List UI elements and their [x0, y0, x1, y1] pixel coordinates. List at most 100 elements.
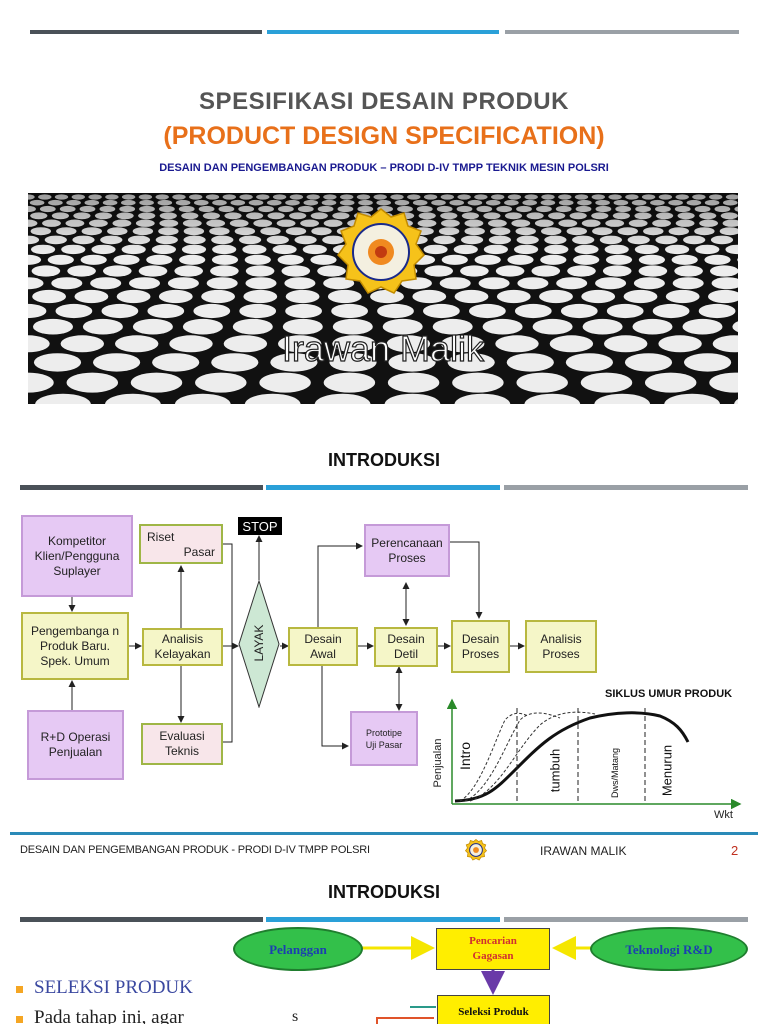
author-name: Irawan Malik: [281, 327, 485, 369]
disc: [377, 303, 414, 319]
disc: [47, 254, 74, 265]
disc: [327, 289, 362, 304]
stop-label: STOP: [238, 517, 282, 535]
disc: [317, 265, 346, 277]
disc: [60, 335, 104, 353]
disc: [638, 265, 668, 277]
disc: [223, 335, 268, 353]
footer-logo-icon: [465, 839, 487, 861]
disc: [211, 353, 259, 372]
disc: [496, 289, 531, 304]
plc-title: SIKLUS UMUR PRODUK: [605, 688, 733, 700]
disc: [495, 265, 525, 277]
disc: [282, 318, 323, 335]
layak-diamond: LAYAK: [238, 580, 280, 708]
oval-teknologi: Teknologi R&D: [590, 927, 748, 971]
disc: [331, 303, 368, 319]
disc: [540, 254, 567, 265]
disc: [332, 335, 376, 353]
bullet-marker-2: [16, 1016, 23, 1023]
box-evaluasi-teknis: Evaluasi Teknis: [141, 723, 223, 765]
slide-3-bar-dark: [20, 917, 263, 922]
disc: [82, 318, 123, 335]
disc: [113, 254, 140, 265]
disc: [129, 277, 160, 290]
slide-3-bar-gray: [504, 917, 748, 922]
bullet-pada-tahap: Pada tahap ini, agar: [34, 1007, 184, 1024]
slide-subtitle: (PRODUCT DESIGN SPECIFICATION): [163, 122, 605, 150]
slide-title: SPESIFIKASI DESAIN PRODUK: [199, 88, 569, 115]
disc: [370, 289, 404, 304]
disc: [28, 277, 44, 290]
disc: [270, 353, 318, 372]
text-fragment: s: [292, 1008, 299, 1024]
disc: [452, 372, 504, 393]
disc: [623, 289, 658, 304]
box-riset-pasar: Riset Pasar: [139, 524, 223, 564]
disc: [580, 372, 633, 393]
disc: [245, 265, 275, 277]
disc: [624, 353, 673, 372]
slide-3-heading: INTRODUKSI: [328, 882, 440, 902]
disc: [211, 254, 239, 265]
disc: [581, 289, 616, 304]
pasar-label: Pasar: [183, 545, 215, 559]
disc: [101, 303, 139, 319]
disc: [277, 254, 304, 265]
disc: [314, 393, 371, 404]
disc: [423, 303, 460, 319]
disc: [382, 318, 423, 335]
disc: [474, 254, 501, 265]
disc: [55, 303, 93, 319]
disc: [460, 265, 489, 277]
disc: [285, 303, 322, 319]
disc: [665, 289, 700, 304]
disc: [708, 289, 738, 304]
footer-page-number: 2: [731, 843, 739, 858]
disc: [33, 318, 73, 335]
cover-image: Irawan Malik: [28, 193, 738, 404]
disc: [74, 289, 109, 304]
disc: [704, 254, 731, 265]
disc: [674, 265, 703, 277]
slide-3-bar-blue: [266, 917, 500, 922]
disc: [239, 303, 277, 319]
disc: [179, 254, 206, 265]
disc: [28, 254, 42, 265]
slide-2-heading: INTRODUKSI: [328, 450, 440, 470]
disc: [323, 372, 376, 393]
disc: [232, 318, 273, 335]
disc: [560, 303, 598, 319]
course-label: DESAIN DAN PENGEMBANGAN PRODUK – PRODI D…: [159, 162, 609, 174]
disc: [332, 318, 373, 335]
disc: [31, 265, 61, 277]
disc: [244, 254, 271, 265]
disc: [384, 393, 441, 404]
plc-xlabel: Wkt: [714, 809, 733, 821]
footer-author: IRAWAN MALIK: [540, 844, 627, 858]
top-bar-dark: [30, 30, 262, 34]
disc: [737, 258, 738, 262]
disc: [469, 303, 506, 319]
box-prototipe: Prototipe Uji Pasar: [350, 711, 418, 766]
disc: [539, 289, 573, 304]
box-analisis-proses: Analisis Proses: [525, 620, 597, 673]
disc: [514, 303, 552, 319]
box-desain-detil: Desain Detil: [374, 627, 438, 667]
disc: [638, 254, 666, 265]
disc: [278, 335, 322, 353]
disc: [386, 335, 431, 353]
disc: [245, 277, 277, 290]
disc: [549, 335, 594, 353]
disc: [632, 318, 673, 335]
disc: [517, 277, 549, 290]
disc: [182, 318, 223, 335]
disc: [441, 335, 485, 353]
disc: [210, 265, 239, 277]
footer-line: [10, 832, 758, 835]
disc: [28, 335, 50, 353]
disc: [507, 254, 534, 265]
disc: [604, 335, 648, 353]
disc: [531, 265, 561, 277]
disc: [259, 372, 311, 393]
